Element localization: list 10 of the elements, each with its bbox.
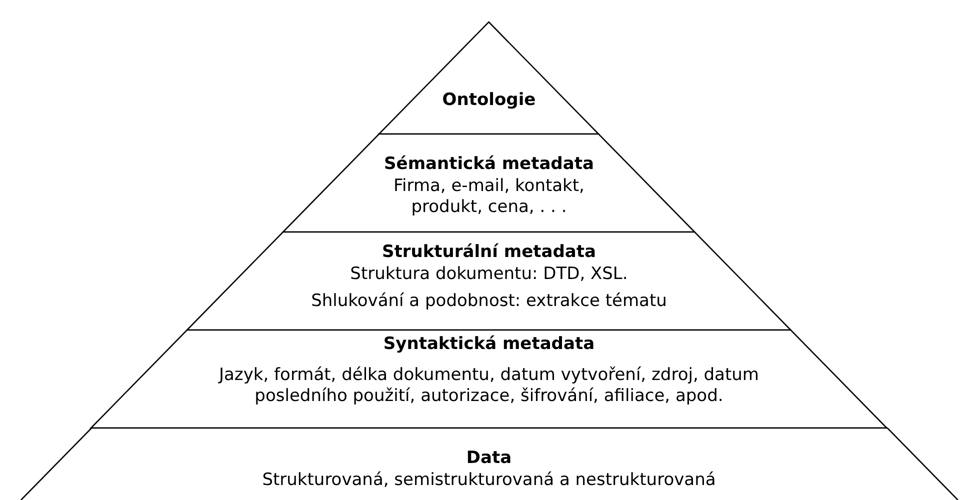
layer-heading: Sémantická metadata <box>384 154 594 175</box>
layer-description: Shlukování a podobnost: extrakce tématu <box>311 291 667 312</box>
layer-description: Jazyk, formát, délka dokumentu, datum vytvoření, zdroj, datum posledního použití, autorizace, šifrování, afiliace, apod. <box>217 365 760 407</box>
layer-description: Strukturovaná, semistrukturovaná a nestrukturovaná <box>262 470 716 491</box>
layer-description: Struktura dokumentu: DTD, XSL. <box>350 264 628 285</box>
layer-heading: Data <box>466 448 512 469</box>
layer-heading: Syntaktická metadata <box>383 334 595 355</box>
layer-description: Firma, e-mail, kontakt, produkt, cena, . . . <box>392 176 586 218</box>
layer-heading: Strukturální metadata <box>382 242 596 263</box>
layer-heading: Ontologie <box>442 90 536 111</box>
